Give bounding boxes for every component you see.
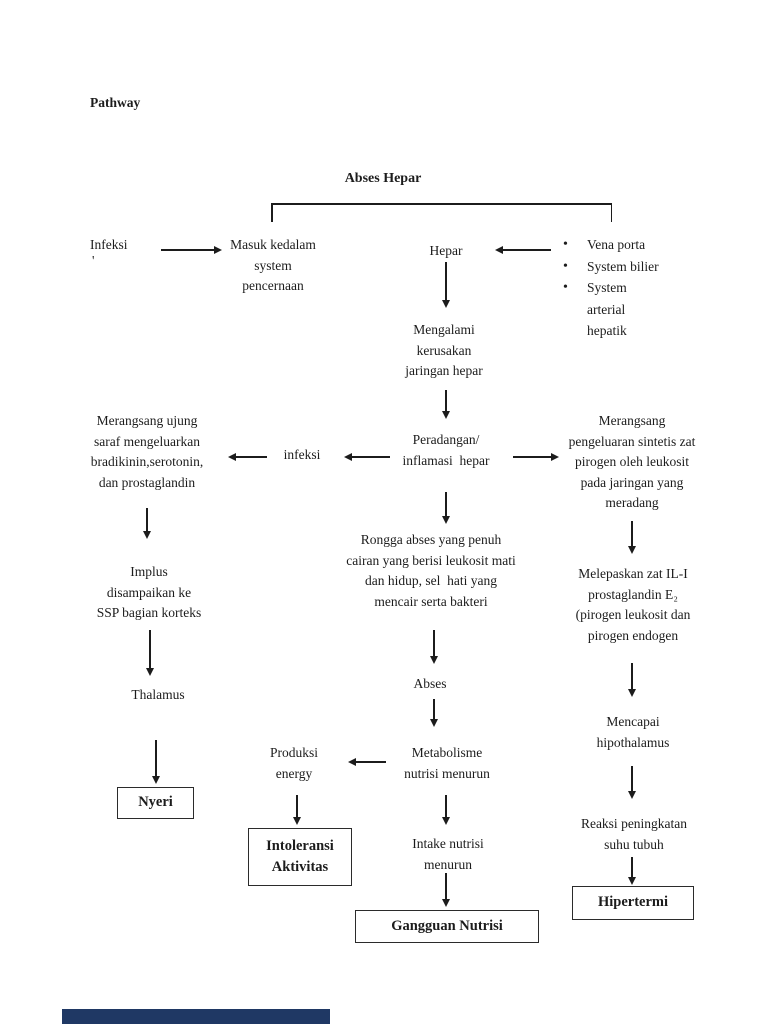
source-label: System arterial hepatik: [587, 280, 627, 339]
arrow-produksi-down: [296, 795, 298, 817]
node-merangsang-saraf: Merangsang ujung saraf mengeluarkan brad…: [90, 413, 204, 490]
arrow-mencapai-down: [631, 766, 633, 791]
arrow-metabolisme-down: [445, 795, 447, 817]
node-infeksi: Infeksi: [90, 237, 128, 252]
arrow-abses-down: [433, 699, 435, 719]
arrow-rongga-down: [433, 630, 435, 656]
arrow-thalamus-down: [155, 740, 157, 776]
node-hepar: Hepar: [429, 243, 463, 258]
footer-bar: [62, 1009, 330, 1024]
node-merangsang-pirogen: Merangsang pengeluaran sintetis zat piro…: [568, 413, 696, 510]
arrow-peradangan-to-infeksimid: [352, 456, 390, 458]
list-item: System arterial hepatik: [552, 277, 692, 342]
node-peradangan: Peradangan/ inflamasi hepar: [402, 432, 490, 468]
source-list: Vena porta System bilier System arterial…: [552, 234, 692, 342]
arrow-sources-to-hepar: [503, 249, 551, 251]
page-title: Pathway: [90, 95, 141, 110]
arrow-infeksimid-to-saraf: [236, 456, 267, 458]
arrow-melepaskan-down: [631, 663, 633, 689]
source-label: System bilier: [587, 258, 659, 274]
list-item: System bilier: [552, 256, 692, 278]
node-reaksi: Reaksi peningkatan suhu tubuh: [580, 816, 688, 852]
arrow-mengalami-down: [445, 390, 447, 411]
node-mengalami: Mengalami kerusakan jaringan hepar: [405, 322, 483, 378]
arrow-metabolisme-to-produksi: [356, 761, 386, 763]
node-intake: Intake nutrisi menurun: [412, 836, 484, 872]
arrow-saraf-down: [146, 508, 148, 531]
node-melepaskan: Melepaskan zat IL-I prostaglandin E₂ (pi…: [575, 566, 691, 643]
arrow-peradangan-to-pirogen: [513, 456, 551, 458]
outcome-box-nyeri: Nyeri: [117, 787, 194, 819]
arrow-peradangan-down: [445, 492, 447, 516]
node-masuk-kedalam: Masuk kedalam system pencernaan: [230, 237, 316, 293]
outcome-box-intoleransi: Intoleransi Aktivitas: [248, 828, 352, 886]
stray-mark: ': [92, 253, 95, 268]
arrow-infeksi-to-masuk: [161, 249, 214, 251]
arrow-hepar-down: [445, 262, 447, 300]
source-label: Vena porta: [587, 237, 646, 252]
node-thalamus: Thalamus: [131, 687, 185, 702]
diagram-title: Abses Hepar: [344, 171, 422, 186]
node-produksi: Produksi energy: [269, 745, 319, 781]
arrow-intake-down: [445, 873, 447, 899]
node-implus: Implus disampaikan ke SSP bagian korteks: [96, 564, 202, 620]
bracket-top-line: [271, 203, 612, 205]
node-metabolisme: Metabolisme nutrisi menurun: [404, 745, 490, 781]
arrow-implus-down: [149, 630, 151, 668]
bracket-left-tick: [271, 203, 273, 222]
outcome-box-gangguan: Gangguan Nutrisi: [355, 910, 539, 943]
outcome-box-hipertermi: Hipertermi: [572, 886, 694, 920]
node-rongga: Rongga abses yang penuh cairan yang beri…: [346, 532, 516, 609]
arrow-reaksi-down: [631, 857, 633, 877]
node-mencapai: Mencapai hipothalamus: [596, 714, 670, 750]
bracket-right-tick: [610, 203, 612, 222]
arrow-pirogen-down: [631, 521, 633, 546]
node-infeksi-mid: infeksi: [283, 447, 321, 462]
list-item: Vena porta: [552, 234, 692, 256]
node-abses: Abses: [413, 676, 447, 691]
